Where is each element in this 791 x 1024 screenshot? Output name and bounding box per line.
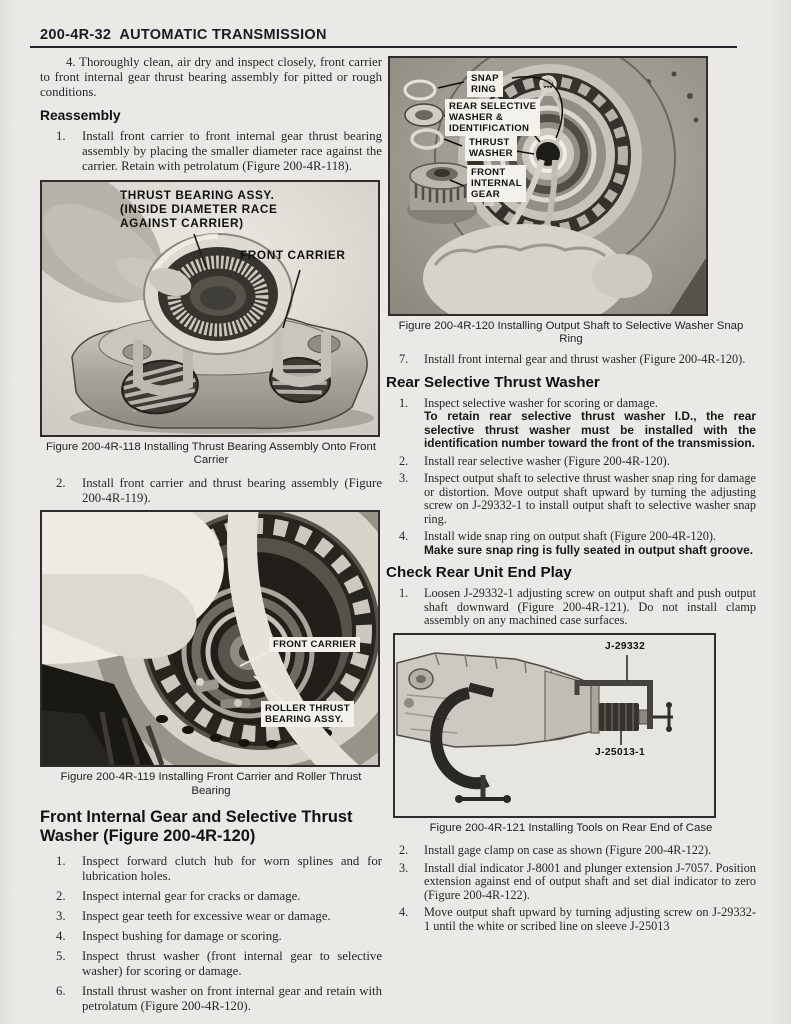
step-text: Inspect forward clutch hub for worn spli… — [82, 853, 382, 883]
step-text: Inspect gear teeth for excessive wear or… — [82, 908, 331, 923]
fig119-label-front-carrier: FRONT CARRIER — [270, 638, 360, 652]
end-play-step-3: 3. Install dial indicator J-8001 and plu… — [386, 860, 756, 903]
rear-washer-step-1: 1. Inspect selective washer for scoring … — [386, 395, 756, 451]
step-text: Inspect thrust washer (front internal ge… — [82, 948, 382, 978]
figure-119: FRONT CARRIER ROLLER THRUST BEARING ASSY… — [40, 510, 380, 768]
step-text: Install wide snap ring on output shaft (… — [424, 530, 756, 557]
step-text: Install front internal gear and thrust w… — [424, 352, 746, 367]
front-gear-step-6: 6. Install thrust washer on front intern… — [40, 984, 382, 1014]
paragraph-step-4: 4. Thoroughly clean, air dry and inspect… — [40, 55, 382, 99]
left-column: 4. Thoroughly clean, air dry and inspect… — [40, 55, 382, 1014]
step-text-bold: Make sure snap ring is fully seated in o… — [424, 542, 754, 557]
step-number: 4. — [56, 928, 66, 943]
heading-check-rear-unit-end-play: Check Rear Unit End Play — [386, 564, 572, 582]
step-number: 2. — [56, 888, 66, 903]
fig120-label-thrust-washer: THRUST WASHER — [466, 136, 516, 160]
fig120-label-front-internal-gear: FRONT INTERNAL GEAR — [468, 166, 525, 201]
step-number: 2. — [399, 843, 409, 858]
step-text: Install thrust washer on front internal … — [82, 983, 382, 1013]
front-gear-step-1: 1. Inspect forward clutch hub for worn s… — [40, 854, 382, 884]
step-number: 5. — [56, 948, 66, 963]
step-number: 1. — [56, 853, 66, 868]
end-play-step-1: 1. Loosen J-29332-1 adjusting screw on o… — [386, 587, 756, 628]
step-number: 1. — [399, 586, 409, 601]
header-rule — [30, 46, 737, 49]
step-text: Install dial indicator J-8001 and plunge… — [424, 860, 756, 902]
step-number: 2. — [56, 476, 66, 491]
fig121-drawing — [395, 634, 714, 816]
step-number: 7. — [399, 352, 409, 367]
figure-120-caption: Figure 200-4R-120 Installing Output Shaf… — [398, 320, 744, 346]
fig121-label-j25013: J-25013-1 — [595, 746, 646, 758]
fig119-photo — [42, 512, 378, 766]
right-column: SNAP RING REAR SELECTIVE WASHER & IDENTI… — [386, 56, 756, 933]
front-gear-step-3: 3. Inspect gear teeth for excessive wear… — [40, 909, 382, 924]
front-gear-step-2: 2. Inspect internal gear for cracks or d… — [40, 889, 382, 904]
step-number: 2. — [399, 453, 409, 468]
step-text-normal: Inspect selective washer for scoring or … — [424, 395, 658, 410]
heading-front-internal-gear: Front Internal Gear and Selective Thrust… — [40, 807, 353, 846]
reassembly-step-1: 1. Install front carrier to front intern… — [40, 129, 382, 174]
step-text: Install front carrier and thrust bearing… — [82, 476, 382, 506]
figure-120: SNAP RING REAR SELECTIVE WASHER & IDENTI… — [388, 56, 708, 316]
step-7: 7. Install front internal gear and thrus… — [386, 353, 756, 367]
step-number: 6. — [56, 983, 66, 998]
fig121-label-j29332: J-29332 — [605, 640, 646, 652]
rear-washer-step-3: 3. Inspect output shaft to selective thr… — [386, 472, 756, 526]
fig118-photo — [42, 182, 378, 435]
reassembly-step-2: 2. Install front carrier and thrust bear… — [40, 476, 382, 506]
step-text: Inspect selective washer for scoring or … — [424, 395, 756, 451]
front-gear-step-5: 5. Inspect thrust washer (front internal… — [40, 949, 382, 979]
fig120-label-snap-ring: SNAP RING — [468, 72, 502, 96]
step-text: Inspect output shaft to selective thrust… — [424, 471, 756, 526]
heading-reassembly: Reassembly — [40, 108, 121, 123]
step-text: Move output shaft upward by turning adju… — [424, 905, 756, 933]
step-number: 3. — [399, 471, 409, 486]
step-number: 3. — [399, 860, 409, 875]
page-header-title: 200-4R-32 AUTOMATIC TRANSMISSION — [40, 27, 327, 43]
figure-118: THRUST BEARING ASSY. (INSIDE DIAMETER RA… — [40, 180, 380, 437]
fig120-photo — [390, 58, 706, 314]
figure-119-caption: Figure 200-4R-119 Installing Front Carri… — [60, 771, 362, 797]
end-play-step-4: 4. Move output shaft upward by turning a… — [386, 905, 756, 933]
step-number: 4. — [399, 905, 409, 920]
step-text-bold: To retain rear selective thrust washer I… — [424, 409, 756, 451]
heading-rear-selective-thrust-washer: Rear Selective Thrust Washer — [386, 373, 600, 391]
fig118-label-front-carrier: FRONT CARRIER — [240, 248, 346, 262]
step-text: Install front carrier to front internal … — [82, 129, 382, 173]
figure-121-caption: Figure 200-4R-121 Installing Tools on Re… — [429, 821, 713, 834]
fig119-label-roller-thrust: ROLLER THRUST BEARING ASSY. — [262, 702, 353, 727]
fig118-label-thrust-bearing: THRUST BEARING ASSY. (INSIDE DIAMETER RA… — [120, 188, 278, 231]
rear-washer-step-2: 2. Install rear selective washer (Figure… — [386, 453, 756, 469]
end-play-step-2: 2. Install gage clamp on case as shown (… — [386, 844, 756, 858]
step-text: Install gage clamp on case as shown (Fig… — [424, 843, 712, 858]
step-number: 1. — [56, 129, 66, 143]
step-number: 4. — [399, 529, 409, 544]
step-text: Inspect bushing for damage or scoring. — [82, 928, 282, 943]
rear-washer-step-4: 4. Install wide snap ring on output shaf… — [386, 530, 756, 557]
step-number: 3. — [56, 908, 66, 923]
fig120-label-rear-selective: REAR SELECTIVE WASHER & IDENTIFICATION — [446, 100, 540, 135]
step-text: Install rear selective washer (Figure 20… — [424, 453, 670, 468]
step-number: 1. — [399, 395, 409, 410]
figure-121: J-29332 J-25013-1 — [393, 632, 716, 818]
step-text: Inspect internal gear for cracks or dama… — [82, 888, 301, 903]
step-text: Loosen J-29332-1 adjusting screw on outp… — [424, 586, 756, 628]
figure-118-caption: Figure 200-4R-118 Installing Thrust Bear… — [45, 441, 377, 467]
step-text-normal: Install wide snap ring on output shaft (… — [424, 529, 717, 544]
front-gear-step-4: 4. Inspect bushing for damage or scoring… — [40, 929, 382, 944]
